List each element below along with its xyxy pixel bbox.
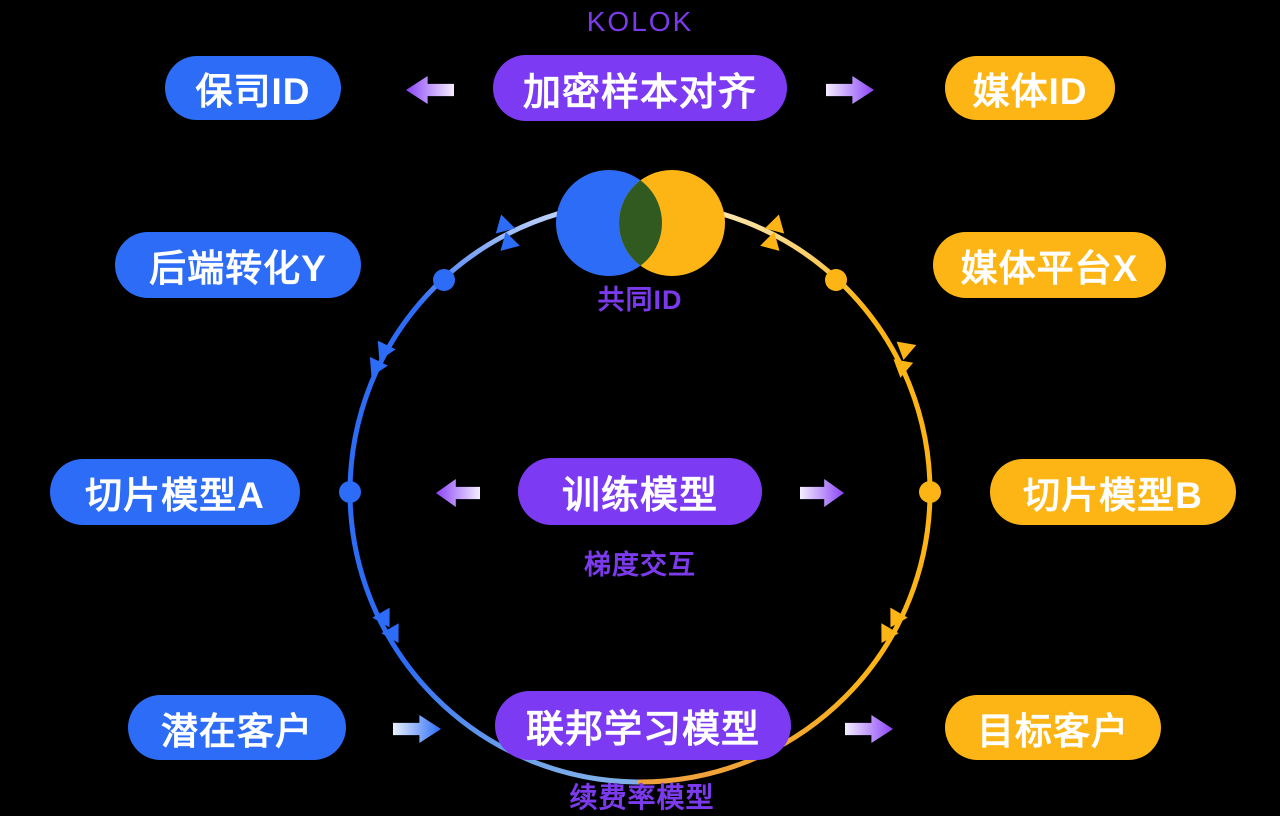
yellow-dot-upper [825, 269, 847, 291]
node-media-id: 媒体ID [945, 56, 1115, 120]
node-encrypt-align: 加密样本对齐 [493, 55, 787, 121]
renewal-model-label: 续费率模型 [569, 782, 715, 813]
yellow-arc-arrow-mid-icon [890, 341, 917, 380]
node-target-customers: 目标客户 [945, 695, 1161, 760]
gradient-interaction-label: 梯度交互 [584, 550, 696, 580]
node-insurer-id: 保司ID [165, 56, 341, 120]
venn-diagram [556, 170, 725, 276]
diagram-title: KOLOK [586, 6, 694, 37]
yellow-dot-side [919, 481, 941, 503]
node-media-platform: 媒体平台X [933, 232, 1166, 298]
node-potential-customers: 潜在客户 [128, 695, 346, 760]
venn-overlap [619, 170, 662, 276]
blue-dot-upper [433, 269, 455, 291]
blue-dot-side [339, 481, 361, 503]
common-id-label: 共同ID [597, 285, 683, 315]
node-train-model: 训练模型 [518, 458, 762, 525]
node-slice-model-b: 切片模型B [990, 459, 1236, 525]
node-slice-model-a: 切片模型A [50, 459, 300, 525]
node-federated-model: 联邦学习模型 [495, 691, 791, 760]
node-backend-conversion: 后端转化Y [115, 232, 361, 298]
